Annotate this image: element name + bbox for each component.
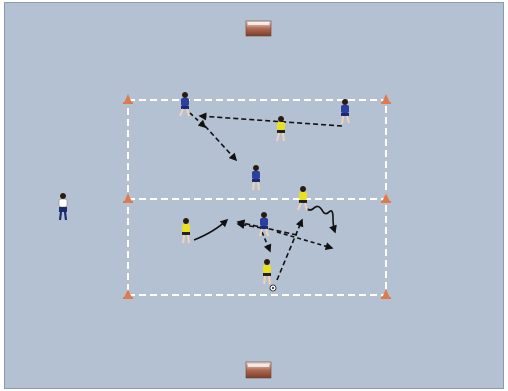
goal-bottom xyxy=(246,362,271,378)
ball xyxy=(270,285,276,291)
goal-top xyxy=(246,21,271,36)
pitch-background xyxy=(5,3,504,389)
